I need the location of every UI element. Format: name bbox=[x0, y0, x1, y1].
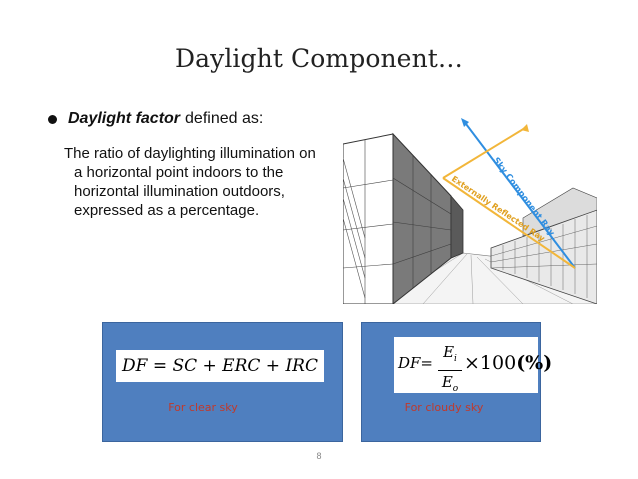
formula-multiplier: ×100(%) bbox=[464, 352, 553, 374]
definition-line: horizontal illumination outdoors, bbox=[74, 183, 285, 200]
reflected-ray-arrow-icon bbox=[521, 124, 529, 132]
slide-title: Daylight Component… bbox=[174, 44, 464, 73]
clear-sky-formula: DF = SC + ERC + IRC bbox=[116, 350, 324, 382]
page-number: 8 bbox=[316, 451, 322, 461]
bullet-dot-icon bbox=[48, 114, 57, 124]
definition-line: expressed as a percentage. bbox=[74, 202, 260, 219]
formula-df: DF= bbox=[398, 354, 434, 372]
cloudy-sky-formula: DF= Ei Eo ×100(%) bbox=[394, 337, 552, 394]
definition-line: a horizontal point indoors to the bbox=[74, 164, 284, 181]
sky-component-ray bbox=[462, 119, 576, 269]
formula-numerator: Ei bbox=[438, 341, 462, 371]
street-canyon-illustration: Sky Component Ray Externally Reflected R… bbox=[343, 118, 597, 304]
facade-stripes bbox=[343, 157, 366, 299]
clear-sky-caption: For clear sky bbox=[168, 401, 238, 414]
cloudy-sky-caption: For cloudy sky bbox=[404, 401, 484, 414]
bullet-term: Daylight factor bbox=[68, 110, 181, 127]
cloudy-sky-panel: DF= Ei Eo ×100(%) For cloudy sky bbox=[361, 322, 552, 442]
sky-ray-arrow-icon bbox=[461, 118, 469, 127]
bullet-text: defined as: bbox=[185, 110, 264, 127]
formula-fraction: Ei Eo bbox=[438, 341, 462, 400]
formula-denominator: Eo bbox=[441, 373, 459, 394]
reflected-ray bbox=[442, 177, 576, 269]
clear-sky-panel: DF = SC + ERC + IRC For clear sky bbox=[102, 322, 343, 442]
definition-text: The ratio of daylighting illumination on… bbox=[64, 144, 354, 220]
formula-unit: (%) bbox=[516, 352, 553, 374]
definition-line: The ratio of daylighting illumination on bbox=[64, 145, 316, 162]
bullet-daylight-factor: Daylight factor defined as: bbox=[48, 110, 263, 128]
left-building-front bbox=[343, 133, 394, 304]
